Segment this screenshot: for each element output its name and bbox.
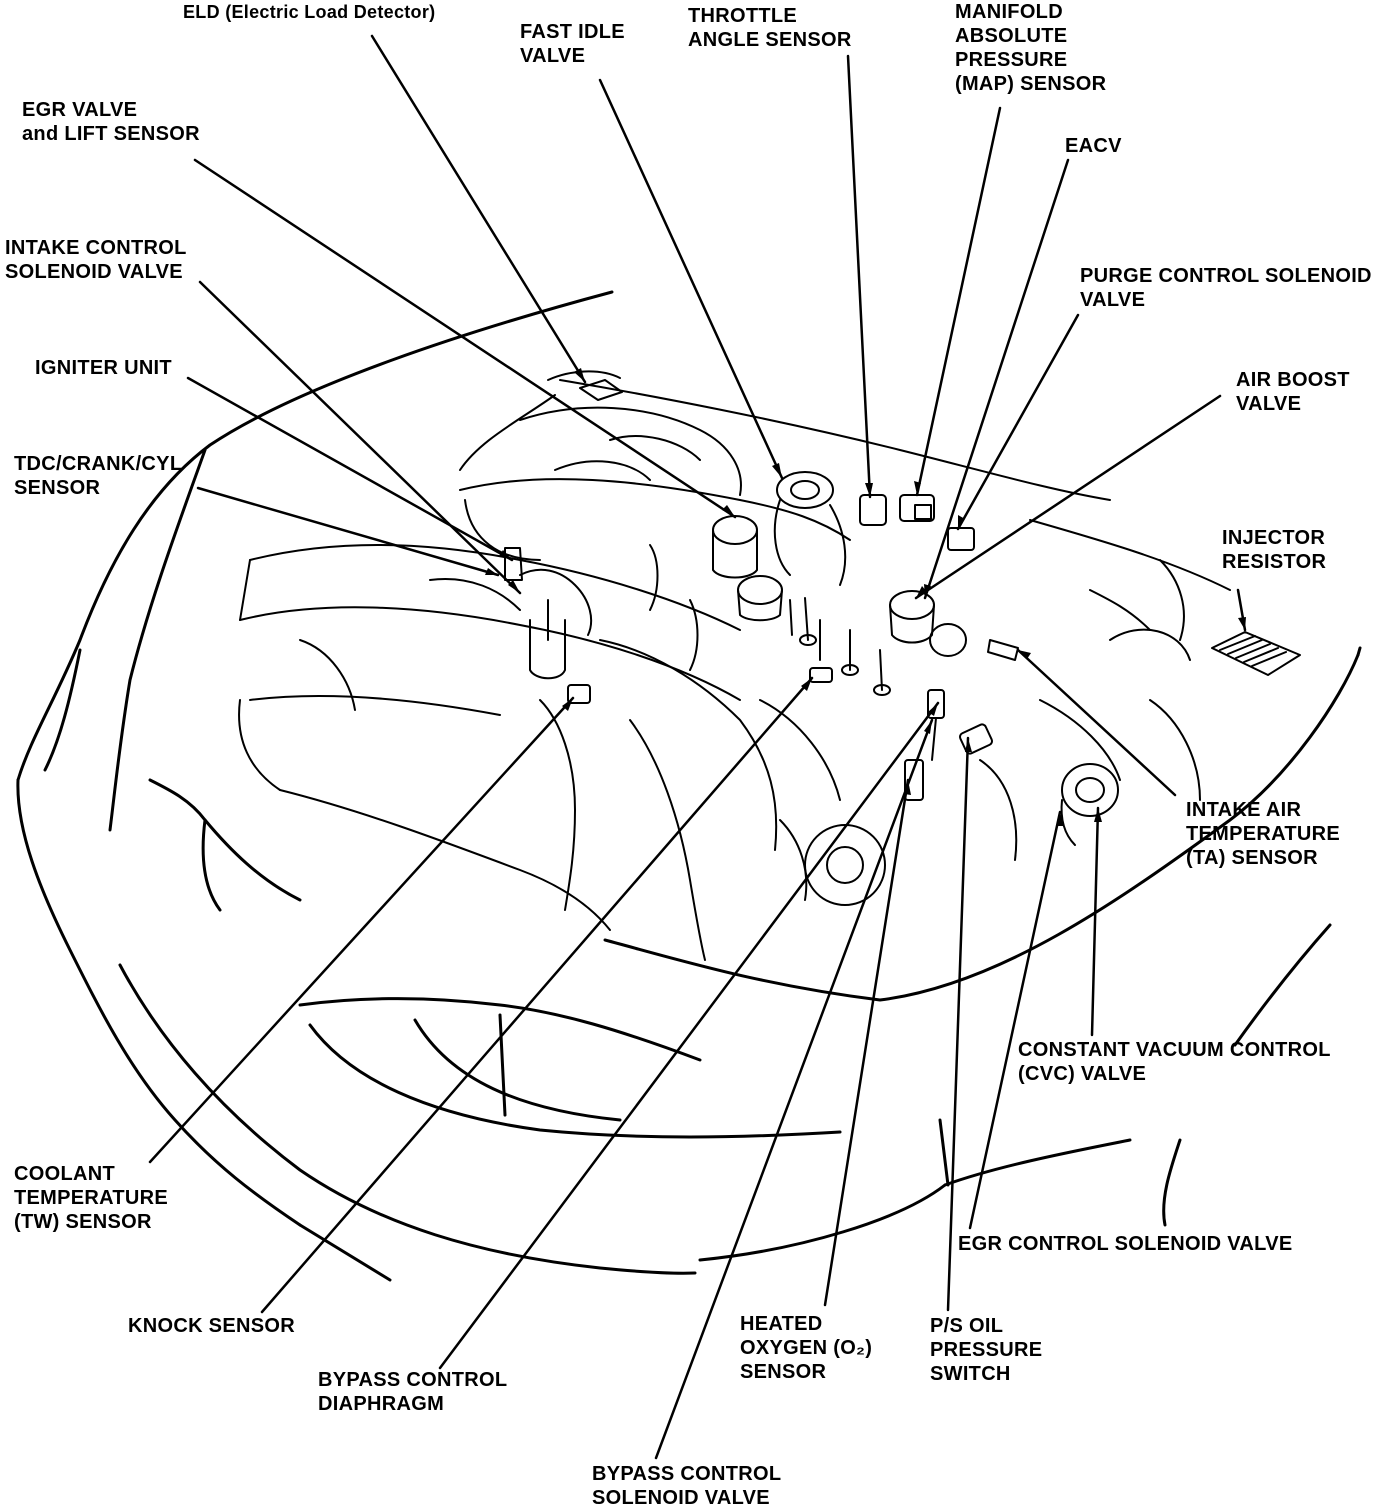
leader-lines bbox=[148, 34, 1247, 1460]
label-coolant-temperature-sensor: COOLANT TEMPERATURE (TW) SENSOR bbox=[14, 1163, 169, 1233]
label-bypass-control-solenoid-valve: BYPASS CONTROL SOLENOID VALVE bbox=[592, 1463, 782, 1509]
label-fast-idle-valve: FAST IDLE VALVE bbox=[520, 21, 625, 67]
label-heated-oxygen-sensor: HEATED OXYGEN (O₂) SENSOR bbox=[740, 1313, 873, 1383]
engine-bay-detail bbox=[238, 370, 1301, 961]
leader-arrowheads bbox=[485, 368, 1246, 826]
label-eld: ELD (Electric Load Detector) bbox=[183, 2, 436, 22]
label-intake-control-solenoid-valve: INTAKE CONTROL SOLENOID VALVE bbox=[5, 237, 187, 283]
label-cvc-valve: CONSTANT VACUUM CONTROL (CVC) VALVE bbox=[1018, 1039, 1331, 1085]
label-purge-control-solenoid-valve: PURGE CONTROL SOLENOID VALVE bbox=[1080, 265, 1372, 311]
label-intake-air-temperature-sensor: INTAKE AIR TEMPERATURE (TA) SENSOR bbox=[1186, 799, 1341, 869]
label-bypass-control-diaphragm: BYPASS CONTROL DIAPHRAGM bbox=[318, 1369, 508, 1415]
label-egr-control-solenoid-valve: EGR CONTROL SOLENOID VALVE bbox=[958, 1233, 1293, 1255]
label-egr-valve-lift-sensor: EGR VALVE and LIFT SENSOR bbox=[22, 99, 200, 145]
label-map-sensor: MANIFOLD ABSOLUTE PRESSURE (MAP) SENSOR bbox=[955, 1, 1107, 95]
label-air-boost-valve: AIR BOOST VALVE bbox=[1236, 369, 1350, 415]
label-throttle-angle-sensor: THROTTLE ANGLE SENSOR bbox=[688, 5, 852, 51]
label-injector-resistor: INJECTOR RESISTOR bbox=[1222, 527, 1327, 573]
label-knock-sensor: KNOCK SENSOR bbox=[128, 1315, 295, 1337]
car-body-outline bbox=[16, 290, 1362, 1282]
label-eacv: EACV bbox=[1065, 135, 1122, 157]
label-tdc-crank-cyl-sensor: TDC/CRANK/CYL SENSOR bbox=[14, 453, 183, 499]
label-ps-oil-pressure-switch: P/S OIL PRESSURE SWITCH bbox=[930, 1315, 1043, 1385]
label-igniter-unit: IGNITER UNIT bbox=[35, 357, 172, 379]
